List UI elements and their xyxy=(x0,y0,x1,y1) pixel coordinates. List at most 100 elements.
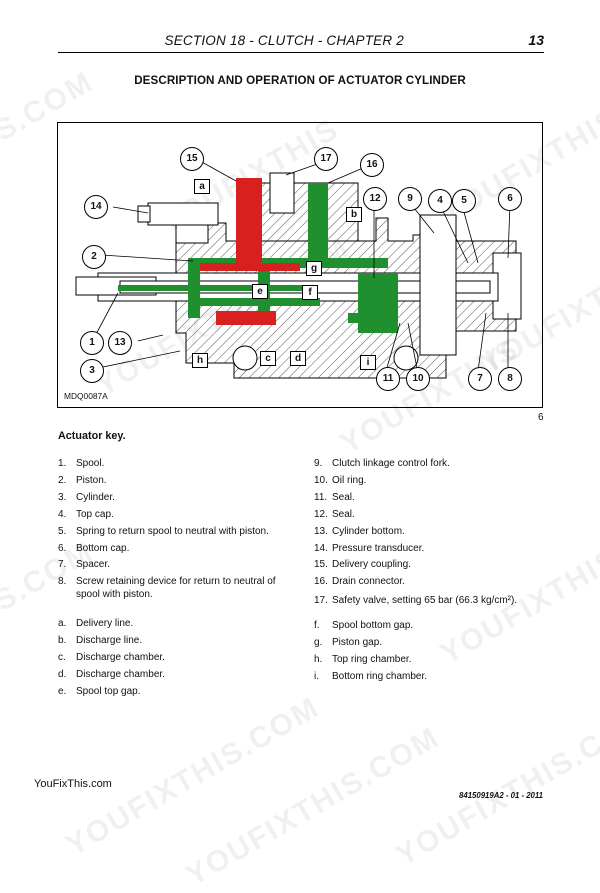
watermark: YOUFIXTHIS.COM xyxy=(180,720,446,893)
key-item: 3. Cylinder. xyxy=(58,490,290,507)
label-d: d xyxy=(290,351,306,366)
red-chamber xyxy=(216,311,276,325)
key-text: Delivery coupling. xyxy=(332,559,411,571)
actuator-diagram: 15 17 16 14 12 9 4 5 6 2 1 13 3 11 10 7 … xyxy=(57,122,543,408)
label-i: i xyxy=(360,355,376,370)
key-heading: Actuator key. xyxy=(58,430,126,442)
key-marker: 8. xyxy=(58,576,67,588)
key-text: Piston gap. xyxy=(332,637,383,649)
key-text: Cylinder. xyxy=(76,491,115,503)
callout-12: 12 xyxy=(363,187,387,211)
label-f: f xyxy=(302,285,318,300)
clutch-fork xyxy=(419,214,457,356)
label-b: b xyxy=(346,207,362,222)
key-text: Piston. xyxy=(76,474,107,486)
key-list-right: 9. Clutch linkage control fork. 10. Oil ri… xyxy=(314,456,554,686)
callout-3: 3 xyxy=(80,359,104,383)
key-marker: 15. xyxy=(314,559,328,571)
key-marker: f. xyxy=(314,620,320,632)
key-text: Pressure transducer. xyxy=(332,542,425,554)
callout-7: 7 xyxy=(468,367,492,391)
green-passage xyxy=(348,313,388,323)
transducer-connector xyxy=(137,205,151,223)
mounting-hole xyxy=(393,345,419,371)
key-item: c.Discharge chamber. xyxy=(58,650,290,667)
red-passage xyxy=(200,263,300,271)
key-marker: e. xyxy=(58,685,67,697)
callout-8: 8 xyxy=(498,367,522,391)
green-chamber xyxy=(358,273,398,333)
key-item: h.Top ring chamber. xyxy=(314,652,554,669)
key-text: Discharge line. xyxy=(76,635,143,647)
discharge-line-green xyxy=(308,183,328,268)
key-text: Bottom ring chamber. xyxy=(332,670,428,682)
callout-13: 13 xyxy=(108,331,132,355)
key-text: Spool bottom gap. xyxy=(332,620,414,632)
key-marker: 12. xyxy=(314,508,328,520)
key-marker: i. xyxy=(314,670,319,682)
mounting-hole xyxy=(232,345,258,371)
label-a: a xyxy=(194,179,210,194)
green-passage xyxy=(200,298,320,306)
actuator-cross-section xyxy=(75,160,522,379)
green-passage xyxy=(188,258,200,318)
callout-1: 1 xyxy=(80,331,104,355)
pressure-transducer xyxy=(147,202,219,226)
key-marker: 9. xyxy=(314,458,323,469)
callout-4: 4 xyxy=(428,189,452,213)
key-marker: g. xyxy=(314,637,323,649)
key-item: 11.Seal. xyxy=(314,490,554,507)
key-item: g. Piston gap. xyxy=(314,635,554,652)
key-marker: 2. xyxy=(58,474,67,486)
key-marker: 5. xyxy=(58,525,67,537)
callout-11: 11 xyxy=(376,367,400,391)
key-text: Spring to return spool to neutral with p… xyxy=(76,525,269,537)
key-text: Screw retaining device for return to neu… xyxy=(76,576,276,600)
key-item: d.Discharge chamber. xyxy=(58,667,290,684)
key-marker: h. xyxy=(314,653,323,665)
figure-code: MDQ0087A xyxy=(64,391,108,401)
key-item: b. Discharge line. xyxy=(58,633,290,650)
key-item: e.Spool top gap. xyxy=(58,684,290,701)
label-e: e xyxy=(252,284,268,299)
key-marker: 10. xyxy=(314,474,328,486)
callout-5: 5 xyxy=(452,189,476,213)
key-list-left: 1.Spool. 2.Piston. 3.Cylinder. 4.Top cap… xyxy=(58,456,290,701)
figure-number: 6 xyxy=(538,412,544,423)
key-marker: b. xyxy=(58,635,67,647)
key-marker: 1. xyxy=(58,458,67,469)
callout-10: 10 xyxy=(406,367,430,391)
key-text: Discharge chamber. xyxy=(76,669,165,681)
key-marker: 4. xyxy=(58,508,67,520)
key-marker: a. xyxy=(58,618,67,630)
key-marker: 3. xyxy=(58,491,67,503)
key-text: Cylinder bottom. xyxy=(332,525,405,537)
callout-14: 14 xyxy=(84,195,108,219)
key-item: 12.Seal. xyxy=(314,507,554,524)
leader-lines xyxy=(93,160,511,374)
key-item: 17.Safety valve, setting 65 bar (66.3 kg… xyxy=(314,591,554,610)
footer-document-number: 84150919A2 - 01 - 2011 xyxy=(459,791,543,800)
page-title: DESCRIPTION AND OPERATION OF ACTUATOR CY… xyxy=(134,74,466,87)
page-header: SECTION 18 - CLUTCH - CHAPTER 2 13 xyxy=(58,30,544,53)
key-text: Top cap. xyxy=(76,508,114,520)
page-number: 13 xyxy=(528,32,544,48)
key-text: Drain connector. xyxy=(332,576,405,588)
key-item: 6.Bottom cap. xyxy=(58,541,290,558)
key-item: 4. Top cap. xyxy=(58,507,290,524)
key-marker: 13. xyxy=(314,525,328,537)
key-item: 14. Pressure transducer. xyxy=(314,541,554,558)
key-text: Oil ring. xyxy=(332,474,367,486)
key-marker: 11. xyxy=(314,491,328,503)
key-marker: 7. xyxy=(58,559,67,571)
key-text: Bottom cap. xyxy=(76,542,130,554)
watermark: YOUFIXTHIS.COM xyxy=(390,700,600,873)
callout-15: 15 xyxy=(180,147,204,171)
key-item: 13. Cylinder bottom. xyxy=(314,524,554,541)
key-item: i. Bottom ring chamber. xyxy=(314,669,554,686)
callout-2: 2 xyxy=(82,245,106,269)
key-item: 10. Oil ring. xyxy=(314,473,554,490)
key-text: Clutch linkage control fork. xyxy=(332,458,450,469)
label-h: h xyxy=(192,353,208,368)
key-marker: 14. xyxy=(314,542,328,554)
